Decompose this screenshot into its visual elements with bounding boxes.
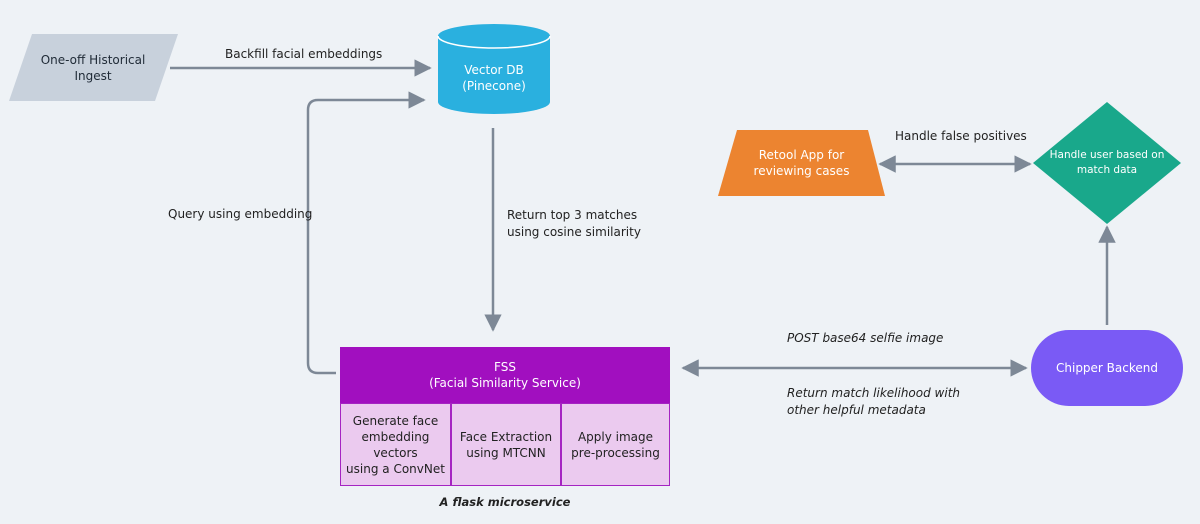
handle-user-node: Handle user based on match data <box>1040 135 1174 191</box>
return-top-label: Return top 3 matches using cosine simila… <box>507 208 641 239</box>
fss-cell-preprocessing-label: Apply image pre-processing <box>571 429 660 460</box>
chipper-backend-shape <box>1031 330 1183 406</box>
fss-title: FSS (Facial Similarity Service) <box>429 360 581 390</box>
vector-db-node: Vector DB (Pinecone) <box>438 50 550 106</box>
chipper-backend-label: Chipper Backend <box>1056 361 1158 375</box>
fss-cell-embedding: Generate face embedding vectors using a … <box>340 403 451 486</box>
post-selfie-label: POST base64 selfie image <box>787 331 944 345</box>
return-match-label: Return match likelihood with other helpf… <box>787 386 960 417</box>
fss-cell-extraction-label: Face Extraction using MTCNN <box>459 429 553 460</box>
false-positives-label: Handle false positives <box>895 129 1027 143</box>
retool-app-shape <box>718 130 885 196</box>
retool-app-node: Retool App for reviewing cases <box>718 130 885 196</box>
query-arrow <box>306 91 426 375</box>
historical-ingest-label: One-off Historical Ingest <box>40 52 146 83</box>
handle-user-shape <box>1033 102 1181 224</box>
fss-header: FSS (Facial Similarity Service) <box>340 347 670 403</box>
query-label: Query using embedding <box>168 207 313 221</box>
historical-ingest-shape <box>9 34 178 101</box>
fss-cell-embedding-label: Generate face embedding vectors using a … <box>346 413 445 476</box>
vector-db-shape <box>437 24 551 114</box>
chipper-backend-node: Chipper Backend <box>1031 330 1183 406</box>
retool-app-label: Retool App for reviewing cases <box>753 148 850 178</box>
fss-caption: A flask microservice <box>439 495 571 509</box>
vector-db-label: Vector DB (Pinecone) <box>462 63 526 93</box>
backfill-label: Backfill facial embeddings <box>225 47 383 61</box>
fss-cell-preprocessing: Apply image pre-processing <box>561 403 670 486</box>
fss-cell-extraction: Face Extraction using MTCNN <box>451 403 561 486</box>
historical-ingest-node: One-off Historical Ingest <box>20 34 166 101</box>
handle-user-label: Handle user based on match data <box>1049 149 1165 176</box>
